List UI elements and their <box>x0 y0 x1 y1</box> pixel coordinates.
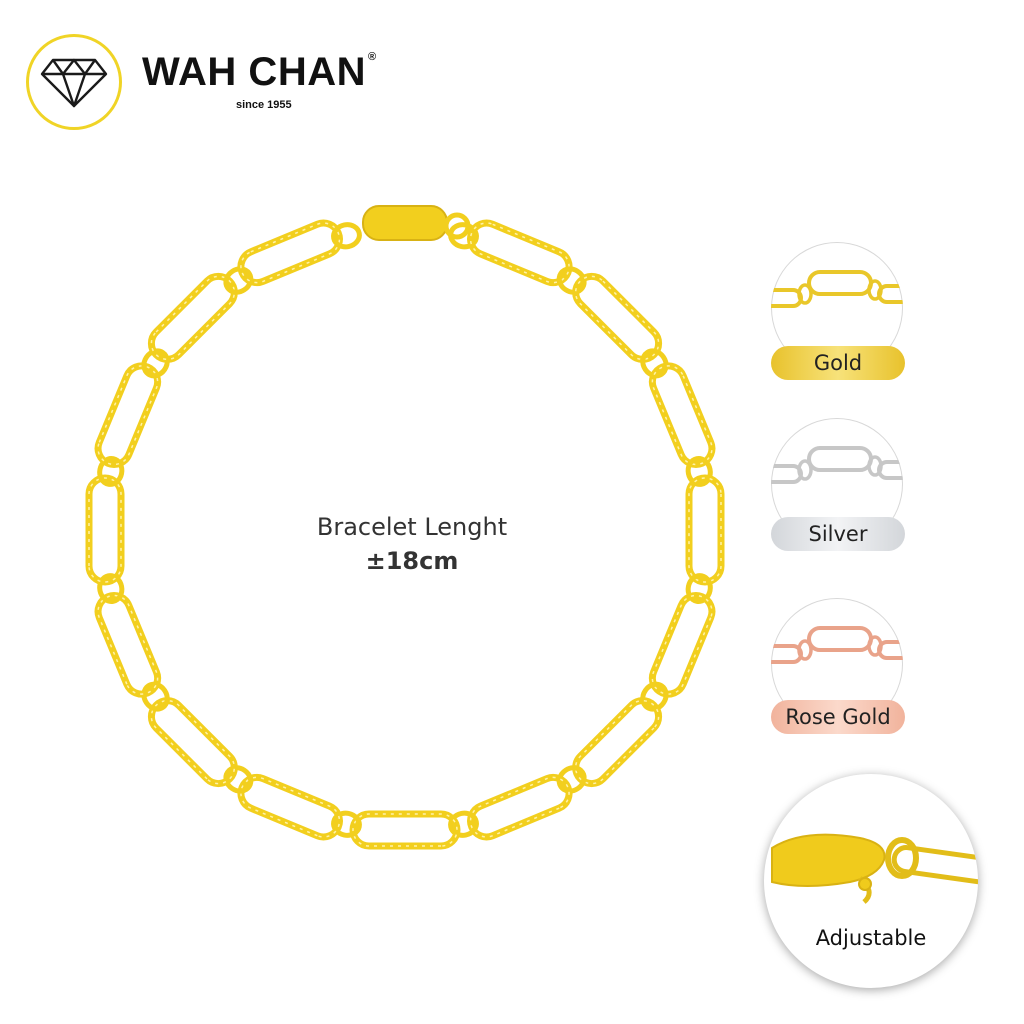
chain-thumbnail-icon <box>771 270 903 308</box>
chain-thumbnail-icon <box>771 446 903 484</box>
bracelet-link <box>467 773 573 841</box>
brand-since: since 1955 <box>236 99 292 111</box>
jump-ring <box>331 222 362 250</box>
clasp-closeup: Adjustable <box>764 774 978 988</box>
bracelet-link <box>467 219 573 287</box>
bracelet-link <box>685 474 725 586</box>
chain-ring <box>797 459 813 481</box>
bracelet-link <box>648 592 716 698</box>
diamond-icon <box>40 58 108 108</box>
chain-link <box>771 464 803 484</box>
jump-ring <box>685 456 713 487</box>
jump-ring <box>97 573 125 604</box>
jump-ring <box>141 681 170 712</box>
bracelet-link <box>572 697 663 788</box>
bracelet-link <box>85 474 125 586</box>
length-value: ±18cm <box>365 547 459 575</box>
chain-ring <box>867 279 883 301</box>
bracelet-link <box>572 272 663 363</box>
chain-ring <box>867 635 883 657</box>
jump-ring <box>640 348 669 379</box>
bracelet-link <box>147 697 238 788</box>
chain-link <box>771 288 803 308</box>
adjustable-label: Adjustable <box>815 926 927 950</box>
bracelet-link <box>648 362 716 468</box>
bracelet-link <box>147 272 238 363</box>
jump-ring <box>448 810 479 838</box>
chain-thumbnail-icon <box>771 626 903 664</box>
registered-mark: ® <box>367 51 377 63</box>
bracelet-link <box>94 592 162 698</box>
chain-ring <box>867 455 883 477</box>
chain-link <box>807 446 873 472</box>
brand-name: WAH CHAN® <box>142 50 377 94</box>
bracelet-link <box>349 810 461 850</box>
jump-ring <box>685 573 713 604</box>
variant-gold-label[interactable]: Gold <box>771 346 905 380</box>
bracelet-length-label: Bracelet Lenght ±18cm <box>262 510 562 578</box>
bracelet-link <box>237 219 343 287</box>
chain-ring <box>797 639 813 661</box>
jump-ring <box>448 222 479 250</box>
bracelet-image <box>85 205 725 850</box>
jump-ring <box>331 810 362 838</box>
chain-link <box>807 626 873 652</box>
lobster-clasp-icon <box>771 833 978 904</box>
bracelet-link <box>237 773 343 841</box>
jump-ring <box>556 765 587 794</box>
variant-rose-gold-label[interactable]: Rose Gold <box>771 700 905 734</box>
bracelet-link <box>94 362 162 468</box>
jump-ring <box>141 348 170 379</box>
jump-ring <box>223 765 254 794</box>
chain-link <box>807 270 873 296</box>
length-title: Bracelet Lenght <box>316 513 508 541</box>
jump-ring <box>223 266 254 295</box>
jump-ring <box>97 456 125 487</box>
chain-link <box>771 644 803 664</box>
jump-ring <box>640 681 669 712</box>
chain-ring <box>797 283 813 305</box>
brand-logo <box>26 34 122 130</box>
bracelet-clasp <box>362 205 471 241</box>
jump-ring <box>556 266 587 295</box>
variant-silver-label[interactable]: Silver <box>771 517 905 551</box>
